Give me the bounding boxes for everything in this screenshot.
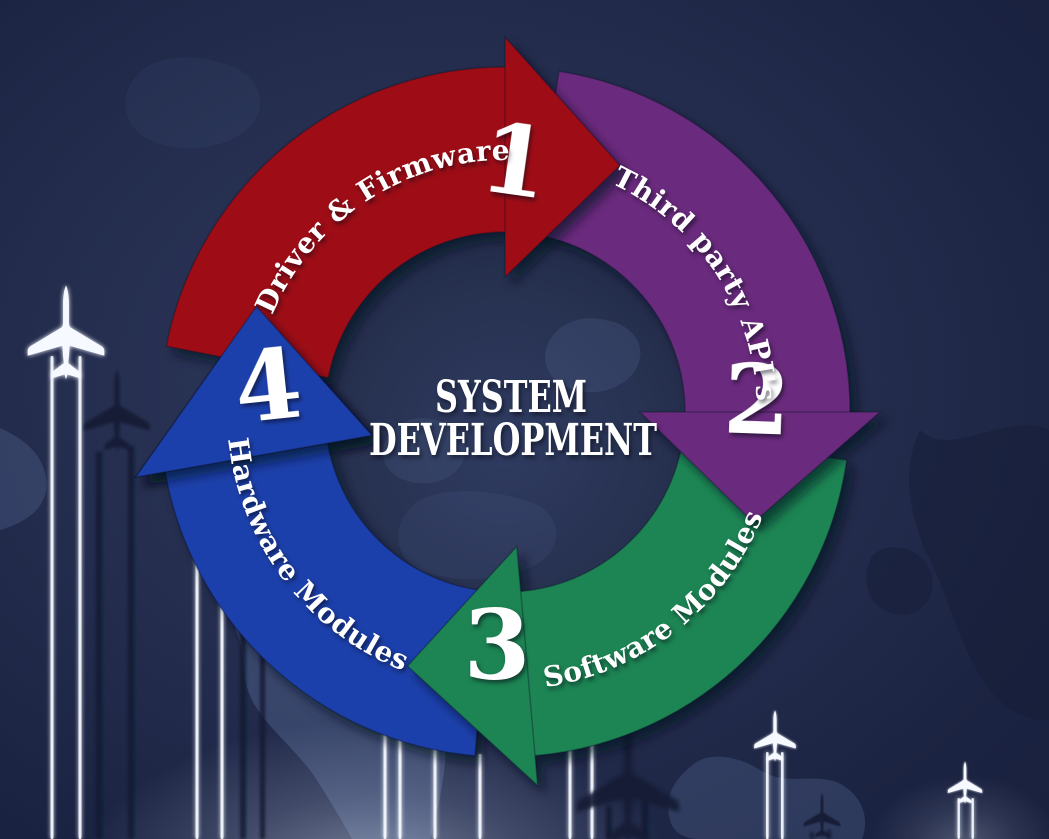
center-disc: [310, 217, 700, 607]
contrail-shadow: [240, 538, 246, 839]
contrail-shadow: [810, 832, 814, 839]
map-landmass: [398, 491, 557, 580]
airplane-icon: [27, 285, 105, 380]
step-number-3: 3: [464, 589, 531, 702]
contrail-shadow: [642, 800, 648, 839]
arrow-body: [162, 436, 491, 757]
step-arrow-4-head-overlap: [134, 305, 374, 479]
step-number-4: 4: [229, 326, 307, 445]
contrail-shadow: [827, 830, 831, 839]
contrail-trail: [78, 356, 82, 839]
contrail-shadow: [96, 452, 102, 839]
map-landmass: [125, 57, 261, 149]
map-landmass: [909, 425, 1049, 721]
arrow-head: [638, 411, 882, 524]
step-arrow-3-software: [406, 436, 848, 788]
contrail-trail: [478, 754, 482, 839]
map-landmass: [0, 428, 47, 530]
contrail-trail: [971, 798, 974, 839]
airplane-icon: [754, 710, 796, 762]
contrail-shadow: [606, 806, 612, 839]
map-landmass: [382, 418, 466, 484]
airplane-shadow-icon: [84, 370, 150, 451]
contrail-trail: [781, 752, 784, 839]
contrail-trail: [766, 752, 769, 839]
step-number-1: 1: [474, 100, 556, 221]
step-number-2: 2: [722, 342, 793, 457]
contrail-trail: [957, 798, 960, 839]
arrow-body: [165, 66, 518, 379]
diagram-title-line2: DEVELOPMENT: [369, 415, 657, 466]
arrow-head: [406, 544, 539, 788]
world-map-shapes-dark: [866, 425, 1049, 721]
step-numbers: 1 2 3 4: [229, 100, 792, 701]
map-landmass: [545, 318, 641, 393]
step-arrow-1-driver: [165, 35, 622, 379]
diagram-title-line1: SYSTEM: [435, 372, 587, 423]
contrail-trail: [50, 356, 54, 839]
contrail-shadow: [260, 548, 265, 839]
diagram-title: SYSTEM DEVELOPMENT: [369, 372, 657, 466]
arrow-body: [513, 436, 848, 758]
contrail-shadow: [128, 446, 134, 839]
contrail-trail: [195, 505, 199, 839]
arrow-head: [504, 35, 622, 279]
map-landmass: [866, 547, 933, 615]
